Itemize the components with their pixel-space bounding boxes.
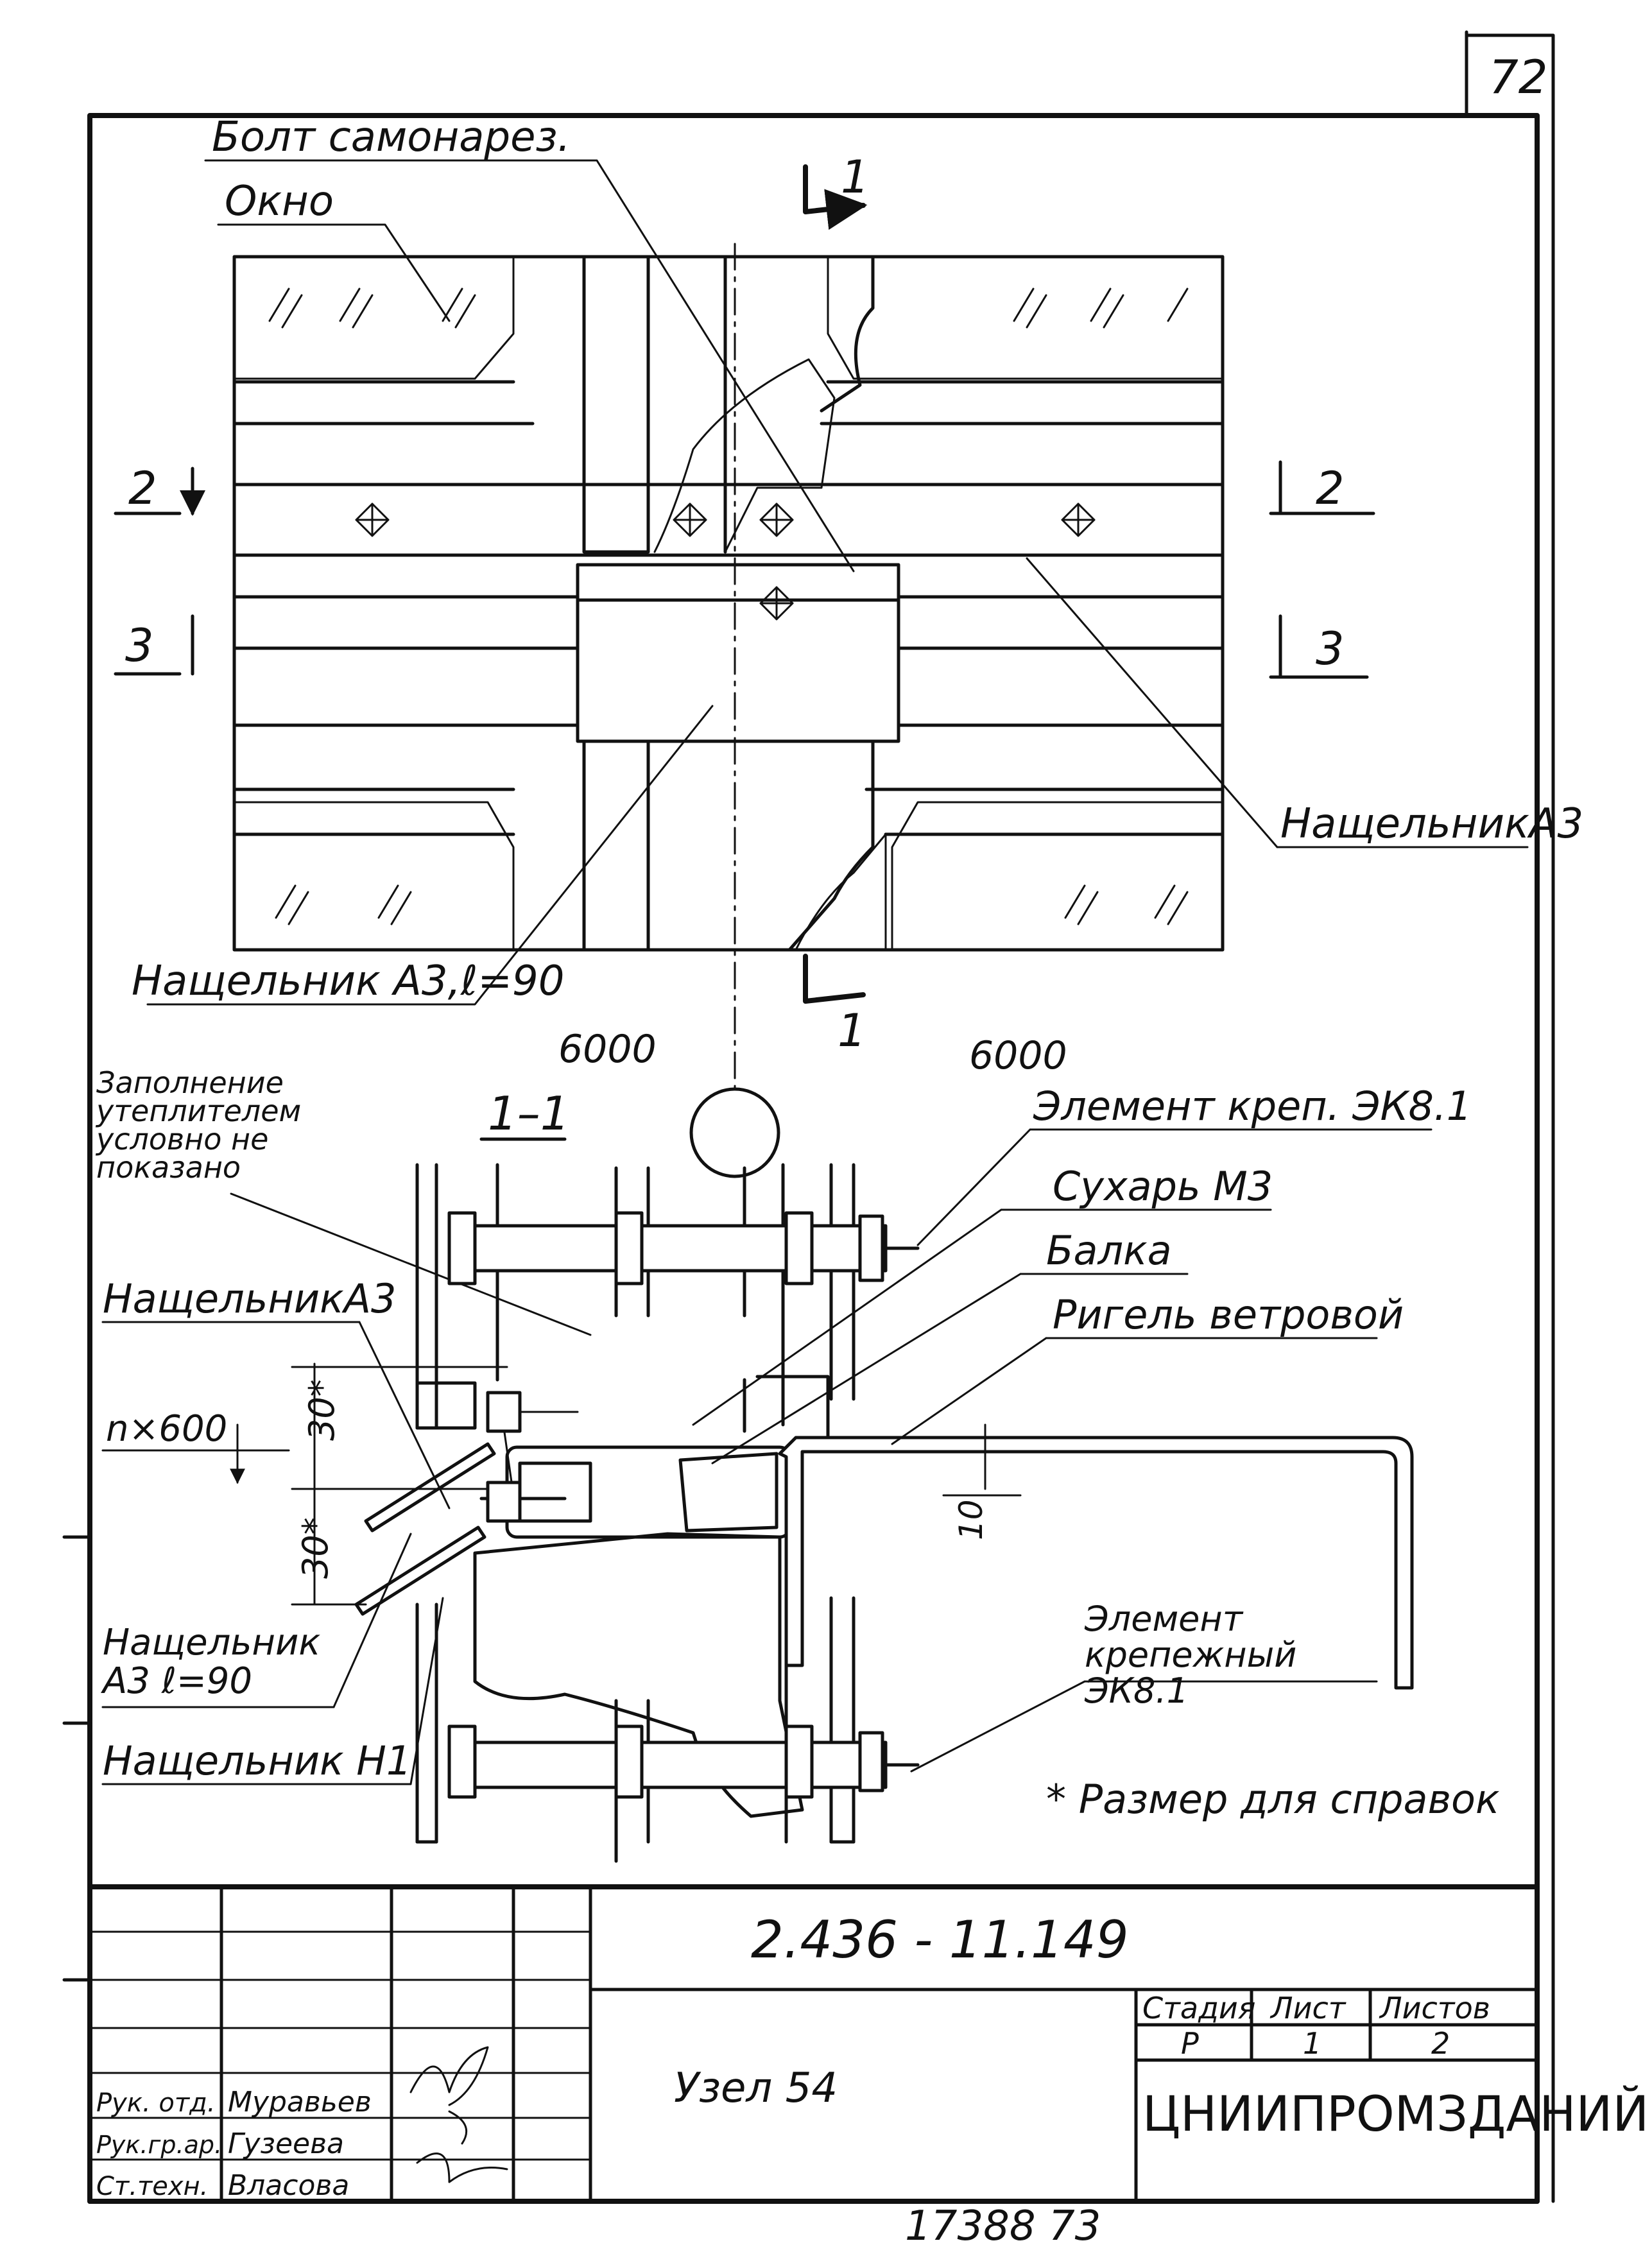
signature-role-3: Ст.техн. <box>96 2172 208 2201</box>
bolt-markers <box>355 503 1096 621</box>
handwritten-signatures <box>409 2046 508 2183</box>
signature-role-1: Рук. отд. <box>96 2088 216 2118</box>
window-glass <box>233 255 1224 951</box>
section-markers: 1 1 2 2 3 3 <box>114 151 1375 1057</box>
insulation-note: Заполнение утеплителем условно не показа… <box>96 1065 302 1185</box>
sheets-header: Листов <box>1379 1991 1490 2025</box>
fastener-top-label: Элемент креп. ЭК8.1 <box>1033 1083 1472 1130</box>
bolt-label: Болт самонарез. <box>212 114 571 161</box>
signature-name-2: Гузеева <box>228 2127 344 2160</box>
lower-panel <box>415 1596 920 1863</box>
axis-bubble <box>689 1087 780 1178</box>
wind-girt-label: Ригель ветровой <box>1053 1291 1404 1338</box>
page-number: 72 <box>1489 50 1548 104</box>
flashing-n1-label: Нащельник Н1 <box>103 1737 411 1784</box>
flashing-a3-label: НащельникА3 <box>1280 800 1583 848</box>
organization: ЦНИИПРОМЗДАНИЙ <box>1142 2084 1649 2142</box>
plan-view: 1 1 2 2 3 3 Болт самонарез. Окно Нащельн… <box>114 114 1583 1178</box>
dim-10: 10 <box>952 1499 990 1540</box>
title-block: 2.436 - 11.149 Узел 54 Стадия Лист Листо… <box>87 1884 1649 2204</box>
sheet-value: 1 <box>1303 2026 1321 2061</box>
drawing-title: Узел 54 <box>674 2065 838 2112</box>
insulation-band-2 <box>232 483 1225 557</box>
footer-number: 17388 73 <box>905 2203 1101 2243</box>
plan-leaders <box>146 159 1529 1006</box>
section3-left-label: 3 <box>125 619 154 672</box>
dim-left: 6000 <box>558 1027 657 1072</box>
flashing-a3-90 <box>576 598 900 743</box>
wind-girt <box>778 1436 1414 1690</box>
document-code: 2.436 - 11.149 <box>751 1910 1129 1970</box>
flashing-a3-90-label: Нащельник А3,ℓ=90 <box>132 958 564 1005</box>
lower-bolt <box>447 1740 888 1789</box>
pitch-label: n×600 <box>106 1408 227 1450</box>
beam-label: Балка <box>1046 1227 1172 1274</box>
dim-30-lower: 30* <box>295 1517 336 1579</box>
lower-insulation-crosshatch <box>473 1532 804 1818</box>
insulation-note-box: Заполнение утеплителем условно не показа… <box>96 1065 302 1185</box>
stage-value: Р <box>1181 2026 1199 2061</box>
signature-role-2: Рук.гр.ар. <box>96 2131 222 2159</box>
dim-right: 6000 <box>969 1033 1067 1078</box>
flashing-a3-90-label-section: Нащельник А3 ℓ=90 <box>103 1622 321 1702</box>
flashing-a3-90-box: Нащельник А3 ℓ=90 <box>103 1622 321 1702</box>
sheets-value: 2 <box>1431 2026 1450 2061</box>
section-view: 1–1 Заполнение утеплителем условно не по… <box>96 1065 1500 1863</box>
fastener-bottom-box: Элемент крепежный ЭК8.1 <box>1085 1601 1296 1709</box>
central-column <box>576 243 900 1092</box>
cap-plate <box>576 563 900 602</box>
section-title: 1–1 <box>488 1087 570 1140</box>
signature-name-3: Власова <box>228 2169 349 2202</box>
flashings <box>354 1442 496 1616</box>
upper-bolt <box>447 1224 888 1273</box>
upper-panel <box>415 1163 920 1443</box>
fastener-bottom-label: Элемент крепежный ЭК8.1 <box>1085 1599 1297 1711</box>
reference-note: * Размер для справок <box>1046 1776 1500 1823</box>
section1-top-label: 1 <box>841 151 870 203</box>
window-label: Окно <box>225 178 334 225</box>
beam <box>505 1445 791 1539</box>
section2-right-label: 2 <box>1316 462 1345 515</box>
dim-30-upper: 30* <box>302 1379 342 1441</box>
sheet-header: Лист <box>1269 1991 1347 2025</box>
plan-wall-outline <box>232 255 1225 952</box>
beam-assembly <box>479 1391 1414 1690</box>
section1-bottom-label: 1 <box>838 1004 866 1057</box>
flashing-a3-label-section: НащельникА3 <box>103 1275 396 1322</box>
section2-left-label: 2 <box>128 462 157 515</box>
stage-header: Стадия <box>1142 1991 1255 2025</box>
dimension-lines <box>101 1362 1022 1606</box>
cracker-label: Сухарь М3 <box>1053 1163 1273 1210</box>
section-leaders <box>101 1128 1433 1785</box>
section3-right-label: 3 <box>1316 623 1345 675</box>
signature-name-1: Муравьев <box>228 2086 372 2118</box>
